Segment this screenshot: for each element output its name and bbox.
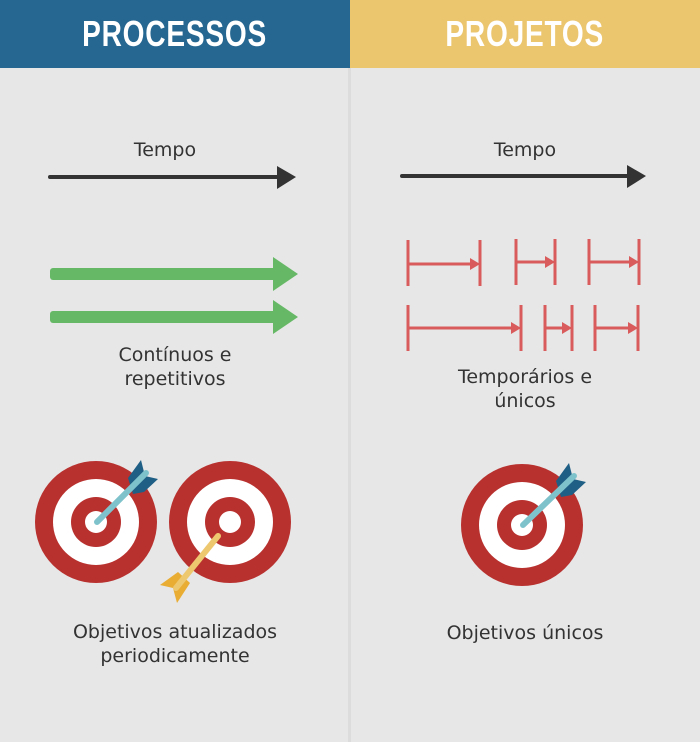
column-divider [348, 68, 351, 742]
right-goal-label: Objetivos únicos [446, 622, 604, 644]
right-duration-label: Temporários e únicos [457, 366, 593, 412]
left-time-label: Tempo [133, 139, 197, 161]
projetos-title: PROJETOS [445, 13, 605, 54]
right-time-label: Tempo [493, 139, 557, 161]
left-duration-label: Contínuos e repetitivos [118, 344, 232, 390]
left-goal-label: Objetivos atualizados periodicamente [72, 621, 278, 667]
processos-title: PROCESSOS [82, 13, 268, 54]
projetos-header: PROJETOS [350, 0, 700, 68]
processos-header: PROCESSOS [0, 0, 350, 68]
